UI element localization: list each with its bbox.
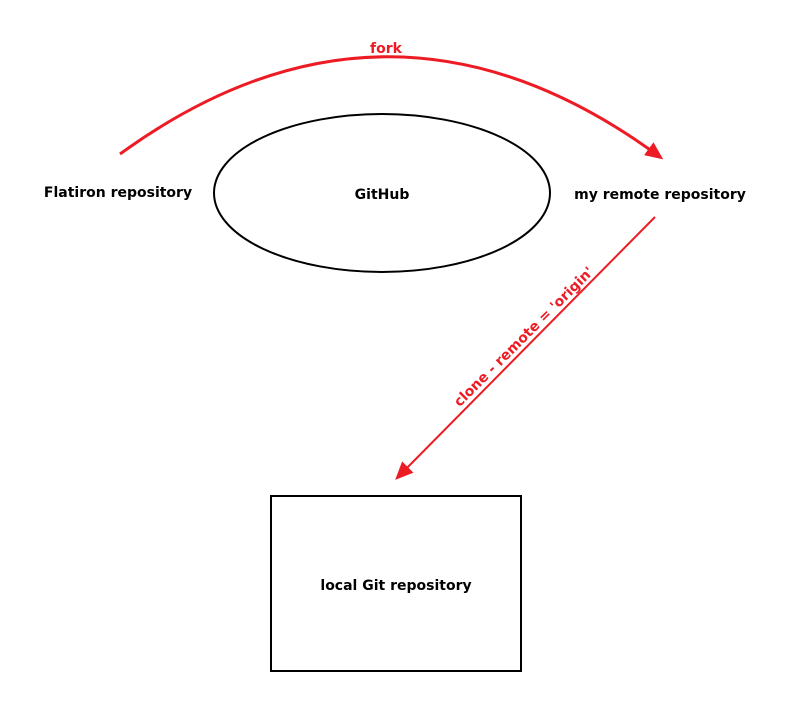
clone-label: clone - remote = 'origin' <box>451 264 597 410</box>
fork-arrow <box>119 55 664 160</box>
my-remote-repo-label: my remote repository <box>574 187 746 203</box>
clone-arrow <box>395 216 656 480</box>
flatiron-repo-label: Flatiron repository <box>44 185 192 201</box>
github-ellipse <box>213 113 551 273</box>
github-label: GitHub <box>355 187 410 203</box>
local-repo-box <box>270 495 522 672</box>
local-repo-label: local Git repository <box>320 578 471 594</box>
fork-label: fork <box>370 41 403 57</box>
